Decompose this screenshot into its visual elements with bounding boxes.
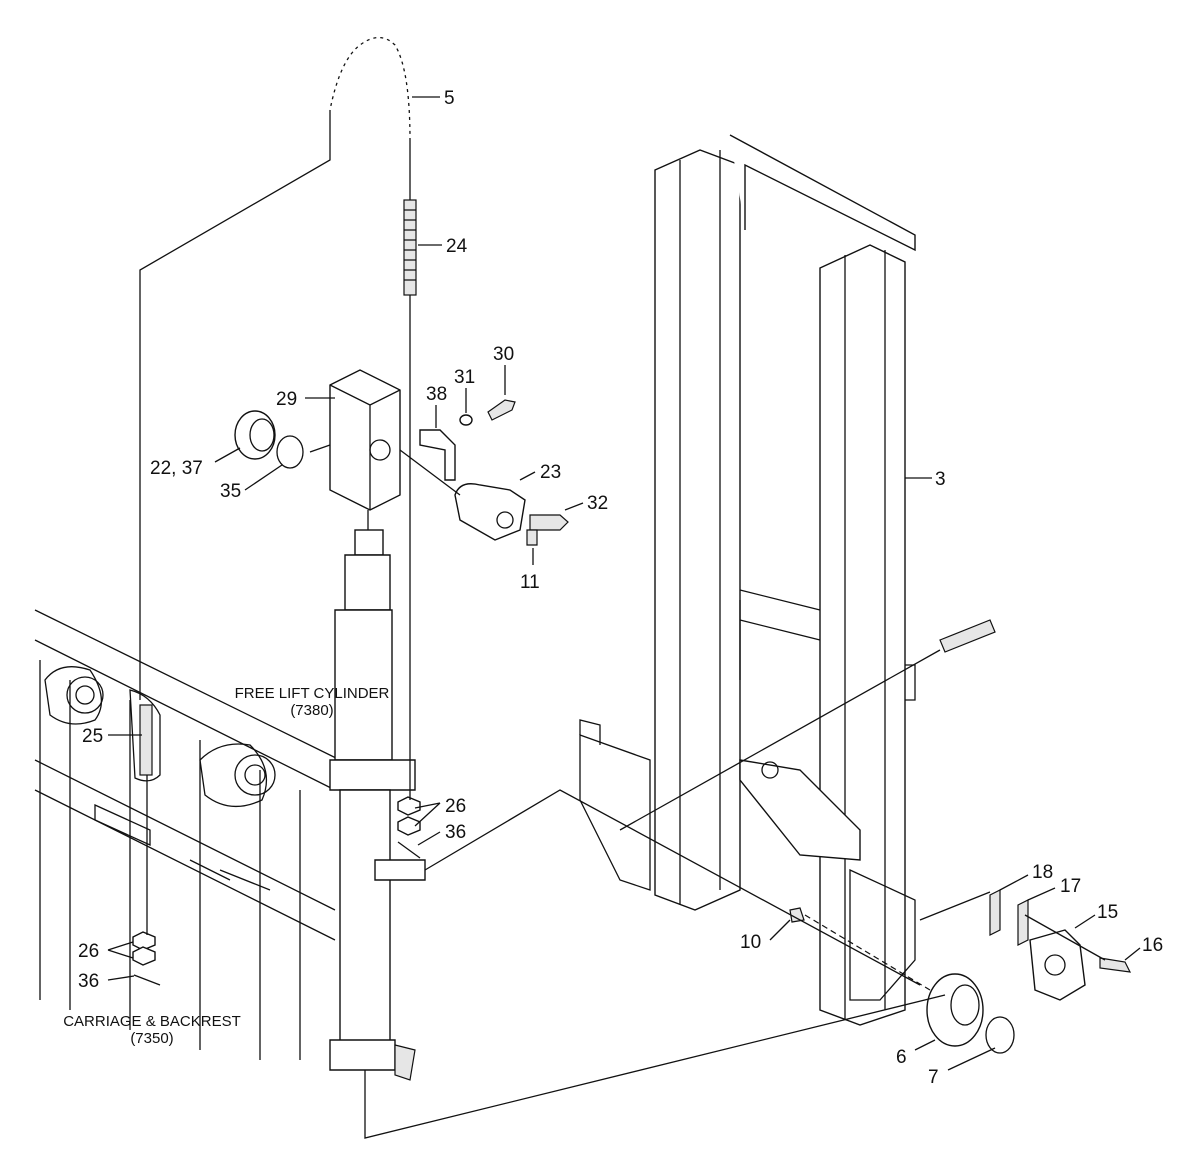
stop-bolt — [939, 619, 996, 653]
connection-lines — [139, 110, 1106, 1139]
callout-31: 31 — [454, 367, 475, 388]
mast-assembly — [579, 134, 916, 1026]
callout-36-upper: 36 — [445, 822, 466, 843]
assembly-references: FREE LIFT CYLINDER (7380) CARRIAGE & BAC… — [63, 685, 389, 1047]
callout-25: 25 — [82, 726, 103, 747]
nut-part-26-upper-a — [397, 796, 421, 816]
callout-6: 6 — [896, 1047, 907, 1068]
callout-32: 32 — [587, 493, 608, 514]
callout-24: 24 — [446, 236, 468, 257]
callout-23: 23 — [540, 462, 561, 483]
anchor-bolt-part-24 — [403, 199, 417, 296]
pin-part-36-upper — [397, 841, 421, 859]
shim-part-18 — [989, 889, 1001, 936]
roller-part-6 — [926, 973, 984, 1047]
pin-part-36-lower — [133, 974, 161, 986]
callout-labels: 5 24 30 31 38 29 22, 37 35 23 32 11 3 25… — [78, 88, 1163, 1088]
nut-part-26-lower-a — [132, 931, 156, 951]
callout-11: 11 — [520, 572, 540, 593]
screw-part-11 — [526, 529, 538, 546]
nut-part-26-lower-b — [132, 946, 156, 966]
callout-38: 38 — [426, 384, 447, 405]
callout-leaders — [107, 96, 1141, 1071]
callout-16: 16 — [1142, 935, 1163, 956]
free-lift-cylinder-code: (7380) — [290, 702, 333, 719]
side-roller-part-15 — [1029, 929, 1086, 1001]
callout-30: 30 — [493, 344, 514, 365]
snap-ring-part-7 — [985, 1016, 1015, 1054]
carriage-backrest-code: (7350) — [130, 1030, 173, 1047]
washer-part-31 — [459, 414, 473, 426]
callout-35: 35 — [220, 481, 241, 502]
callout-36-lower: 36 — [78, 971, 99, 992]
callout-3: 3 — [935, 469, 946, 490]
carriage-backrest-label: CARRIAGE & BACKREST — [63, 1013, 241, 1030]
sensor-part-23 — [454, 483, 526, 541]
carriage-assembly — [34, 609, 341, 1060]
free-lift-cylinder-label: FREE LIFT CYLINDER — [235, 685, 390, 702]
cylinder-head-part-29 — [329, 369, 401, 511]
bolt-part-32 — [529, 514, 569, 531]
anchor-bolt-part-25 — [139, 704, 153, 776]
bolt-part-16 — [1099, 957, 1132, 973]
callout-5: 5 — [444, 88, 455, 109]
free-lift-cylinder — [329, 529, 426, 1081]
callout-7: 7 — [928, 1067, 939, 1088]
callout-15: 15 — [1097, 902, 1118, 923]
shim-part-17 — [1017, 899, 1029, 946]
nut-part-26-upper-b — [397, 816, 421, 836]
callout-22-37: 22, 37 — [150, 458, 203, 479]
bracket-part-38 — [419, 429, 456, 481]
callout-10: 10 — [740, 932, 761, 953]
ring-part-35 — [276, 435, 304, 469]
callout-26-upper: 26 — [445, 796, 466, 817]
sheave-part-22-37 — [234, 410, 276, 460]
bolt-part-10 — [789, 907, 805, 923]
bolt-part-30 — [487, 399, 516, 421]
callout-26-lower: 26 — [78, 941, 99, 962]
callout-18: 18 — [1032, 862, 1053, 883]
callout-17: 17 — [1060, 876, 1081, 897]
callout-29: 29 — [276, 389, 297, 410]
chain-part-5 — [328, 36, 412, 141]
